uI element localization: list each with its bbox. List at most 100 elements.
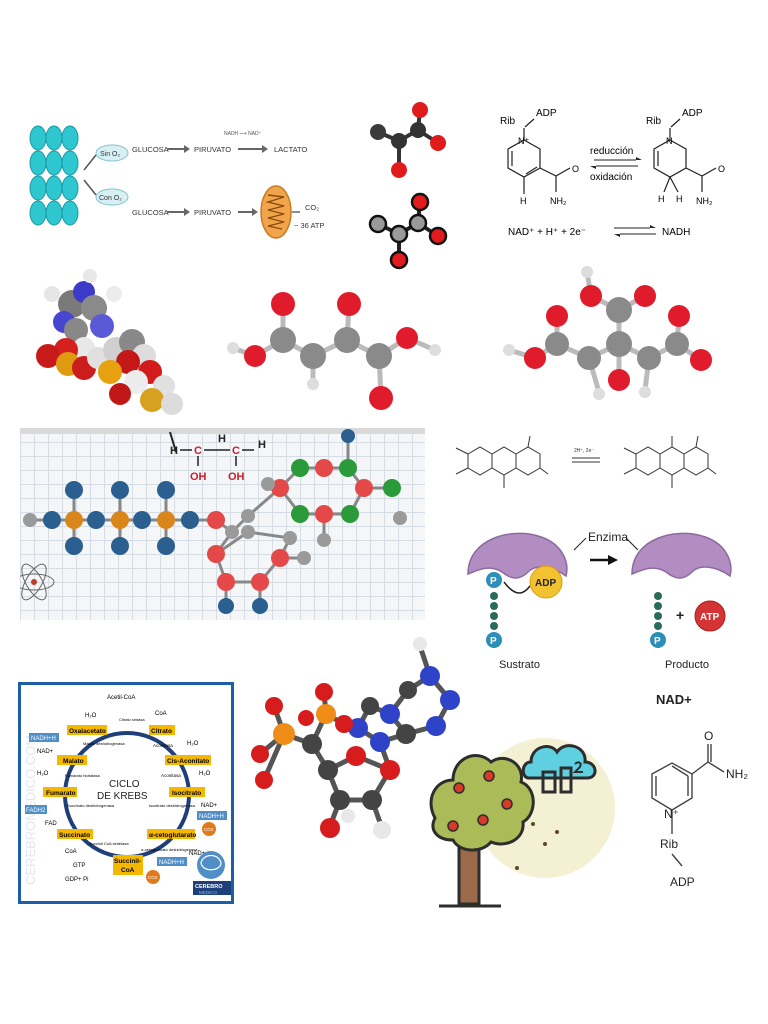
nad-structure: NAD+ O NH₂ N⁺ Rib ADP bbox=[612, 686, 752, 900]
mitochondrion-icon bbox=[260, 185, 292, 239]
frag-oh1: OH bbox=[190, 471, 207, 483]
nad-n-plus: N⁺ bbox=[664, 807, 679, 821]
gtp: GTP bbox=[73, 863, 85, 869]
nad-3d-model bbox=[240, 630, 480, 850]
frag-h2: H bbox=[218, 433, 226, 445]
succinil-sintasa: Succinil CoA sintetasa bbox=[89, 841, 129, 846]
atom-icon bbox=[20, 563, 55, 601]
o-left: O bbox=[572, 164, 579, 174]
co2-1: CO2 bbox=[204, 827, 214, 832]
piruvato-label: PIRUVATO bbox=[194, 145, 231, 154]
nad-3: NAD+ bbox=[189, 851, 206, 857]
piruvato-label-2: PIRUVATO bbox=[194, 208, 231, 217]
gdp: GDP+ Pi bbox=[65, 877, 89, 883]
alfa-ceto-box: α-cetoglutarato bbox=[149, 832, 196, 839]
atp-circle-label: ATP bbox=[700, 612, 720, 623]
frag-oh2: OH bbox=[228, 471, 245, 483]
tree-co2-illustration bbox=[425, 728, 630, 910]
fad: FAD bbox=[45, 821, 57, 827]
space-filling-molecule bbox=[24, 264, 194, 424]
nad-nh2: NH₂ bbox=[726, 767, 748, 781]
grid-paper-molecule: H C C H H OH OH bbox=[20, 428, 425, 620]
rib-left: Rib bbox=[500, 116, 515, 127]
h2o-top: H₂O bbox=[85, 713, 97, 719]
plus-sign: + bbox=[676, 607, 684, 623]
fumarato-box: Fumarato bbox=[46, 790, 76, 797]
fadh2: FADH2 bbox=[26, 808, 46, 814]
nadh-h-2: NADH+H bbox=[199, 814, 224, 820]
nadh-nad-label: NADH ⟶ NAD⁺ bbox=[224, 131, 262, 137]
producto-label: Producto bbox=[665, 659, 709, 671]
enzima-label: Enzima bbox=[588, 530, 628, 544]
sustrato-label: Sustrato bbox=[499, 659, 540, 671]
acetil-label: Acetil-CoA bbox=[107, 695, 135, 701]
h-right-1: H bbox=[658, 194, 665, 204]
yeast-cells bbox=[29, 125, 79, 226]
krebs-title-1: CICLO bbox=[109, 779, 140, 790]
p-sustrato-2: P bbox=[490, 636, 497, 647]
reduccion-label: reducción bbox=[590, 146, 633, 157]
atp-label: ~ 36 ATP bbox=[294, 221, 325, 230]
succinato-box: Succinato bbox=[59, 832, 90, 839]
malato-dh: Malato deshidrogenasa bbox=[83, 741, 125, 746]
glucosa-label: GLUCOSA bbox=[132, 145, 169, 154]
frag-c2: C bbox=[232, 445, 240, 457]
adp-circle-label: ADP bbox=[535, 578, 556, 589]
cis-aconitato-box: Cis-Aconitato bbox=[167, 758, 209, 765]
nad-adp: ADP bbox=[670, 875, 695, 889]
fumarasa: Fumarato hidratasa bbox=[65, 773, 100, 778]
nad-rib: Rib bbox=[660, 837, 678, 851]
succinil-2: CoA bbox=[121, 867, 135, 874]
sin-o2-label: Sin O₂ bbox=[100, 151, 121, 158]
citrato-sintasa: Citrato sintasa bbox=[119, 717, 145, 722]
aconitasa-2: Aconitasa bbox=[161, 773, 181, 778]
malato-box: Malato bbox=[63, 758, 84, 765]
nad-redox-reaction: Rib ADP N⁺ O NH₂ H reducción oxidación R… bbox=[490, 100, 750, 250]
succinato-dh: Succinato deshidrogenasa bbox=[67, 803, 115, 808]
p-sustrato: P bbox=[490, 576, 497, 587]
coa-top: CoA bbox=[155, 711, 167, 717]
frag-h1: H bbox=[170, 445, 178, 457]
flavin-arrow-label: 2H⁺, 2e⁻ bbox=[574, 448, 594, 454]
cerebro-medico-logo: CEREBRO MEDICO bbox=[193, 851, 231, 895]
o-right: O bbox=[718, 164, 725, 174]
rib-right: Rib bbox=[646, 116, 661, 127]
nadh-h-3: NADH+H bbox=[159, 860, 184, 866]
p-producto: P bbox=[654, 636, 661, 647]
citrato-box: Citrato bbox=[151, 728, 172, 735]
coa-mid: CoA bbox=[65, 849, 77, 855]
h-left: H bbox=[520, 196, 527, 206]
ball-stick-molecule-1 bbox=[205, 280, 465, 415]
ball-stick-molecule-2 bbox=[495, 262, 720, 412]
adp-right: ADP bbox=[682, 108, 703, 119]
nad-2: NAD+ bbox=[201, 803, 218, 809]
isocitrato-box: Isocitrato bbox=[172, 790, 201, 797]
pyruvate-models bbox=[362, 96, 454, 274]
krebs-title-2: DE KREBS bbox=[97, 791, 148, 802]
enzyme-diagram: Enzima P ADP P Sustrato P + ATP Producto bbox=[462, 524, 747, 674]
co2-cloud-icon bbox=[521, 744, 597, 794]
co2-2: CO2 bbox=[148, 875, 158, 880]
n-plus-left: N⁺ bbox=[518, 136, 529, 146]
equation-left: NAD⁺ + H⁺ + 2e⁻ bbox=[508, 227, 586, 238]
h2o-4: H₂O bbox=[199, 771, 211, 777]
alfa-ceto-dh: α-cetoglutarato deshidrogenasa bbox=[141, 847, 198, 852]
flavin-redox: 2H⁺, 2e⁻ bbox=[450, 428, 752, 500]
co2-label: CO₂ bbox=[305, 203, 319, 212]
h2o-3: H₂O bbox=[37, 771, 49, 777]
nad-o: O bbox=[704, 729, 713, 743]
n-right: N bbox=[666, 136, 673, 146]
glucosa-label-2: GLUCOSA bbox=[132, 208, 169, 217]
nad-title: NAD+ bbox=[656, 692, 692, 707]
fermentation-diagram: Sin O₂ Con O₂ GLUCOSA PIRUVATO NADH ⟶ NA… bbox=[24, 100, 344, 248]
nad-1: NAD+ bbox=[37, 749, 54, 755]
adp-left: ADP bbox=[536, 108, 557, 119]
nh2-left: NH₂ bbox=[550, 196, 567, 206]
h2o-2: H₂O bbox=[187, 741, 199, 747]
equation-right: NADH bbox=[662, 227, 690, 238]
nadh-h-1: NADH+H bbox=[31, 736, 56, 742]
con-o2-label: Con O₂ bbox=[99, 195, 122, 202]
logo-text-2: MEDICO bbox=[199, 890, 217, 895]
frag-h3: H bbox=[258, 439, 266, 451]
